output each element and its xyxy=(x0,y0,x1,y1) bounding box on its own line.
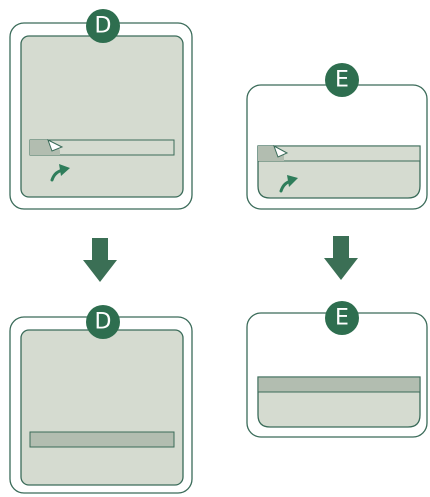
panel-d-after-screen xyxy=(20,329,184,486)
panel-d-before: D xyxy=(9,9,193,210)
badge-e-label: E xyxy=(335,306,349,331)
badge-d: D xyxy=(86,305,120,339)
curved-arrow-icon xyxy=(279,175,298,193)
down-arrow-icon xyxy=(83,238,117,282)
panel-e-after-strip xyxy=(257,376,421,393)
badge-e: E xyxy=(325,63,359,97)
panel-e-before: E xyxy=(246,63,428,210)
badge-d: D xyxy=(86,9,120,43)
panel-d-before-screen xyxy=(20,35,184,198)
badge-d-label: D xyxy=(95,310,112,335)
peel-tab-icon xyxy=(30,138,64,155)
badge-d-label: D xyxy=(95,14,112,39)
badge-e-label: E xyxy=(335,68,349,93)
badge-e: E xyxy=(325,301,359,335)
down-arrow-icon xyxy=(324,236,358,280)
panel-d-after: D xyxy=(9,305,193,494)
panel-d-after-strip xyxy=(29,431,175,448)
curved-arrow-icon xyxy=(50,164,70,182)
peel-tab-icon xyxy=(258,144,289,161)
panel-e-after: E xyxy=(246,301,428,438)
